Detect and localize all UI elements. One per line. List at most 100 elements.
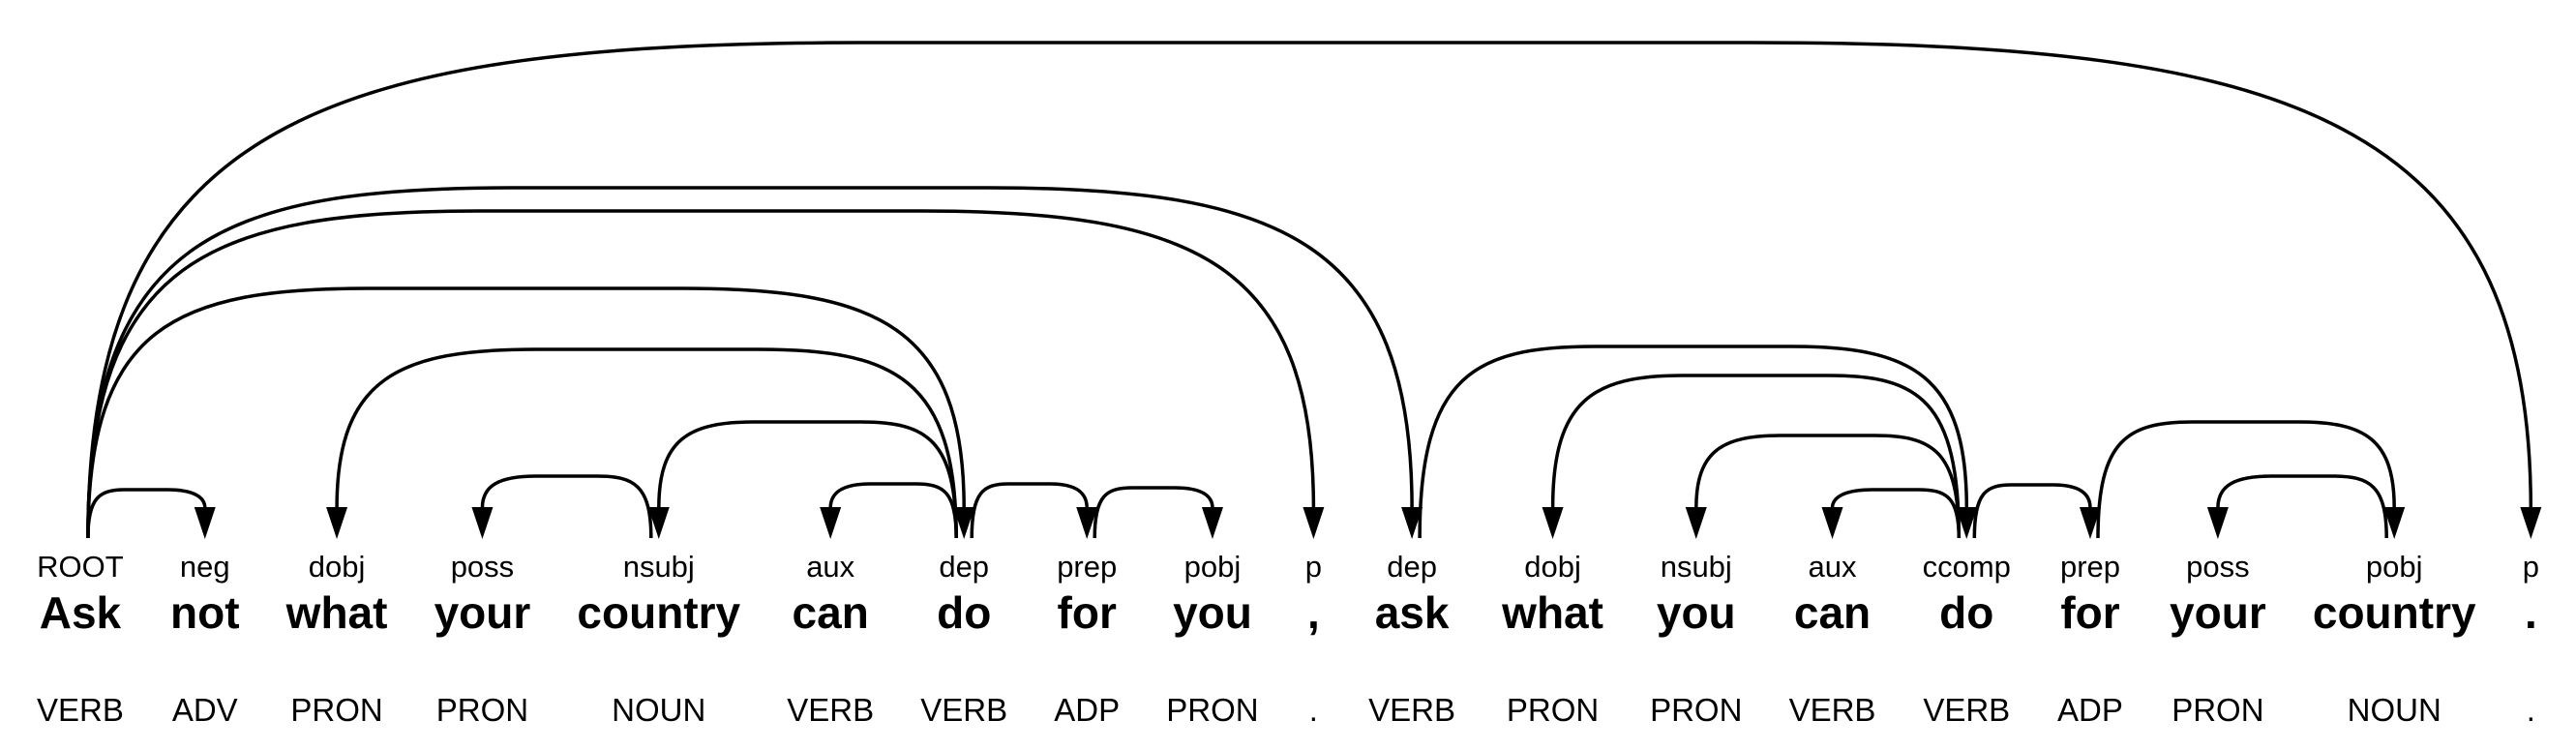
arc-arrowhead	[1201, 507, 1223, 539]
token: prep for ADP	[2057, 548, 2123, 730]
arc-arrowhead	[1542, 507, 1564, 539]
token-word: do	[1939, 587, 1994, 638]
dep-label: dep	[1387, 550, 1437, 584]
arc-arrowhead	[2206, 507, 2229, 539]
dependency-arc-dep	[86, 186, 1414, 539]
dep-label: ROOT	[37, 550, 124, 584]
arc-arrowhead	[2383, 507, 2406, 539]
token: pobj you PRON	[1166, 548, 1258, 730]
token: dep do VERB	[920, 548, 1007, 730]
token: nsubj you PRON	[1650, 548, 1742, 730]
pos-tag: PRON	[2172, 692, 2264, 728]
dep-label: ccomp	[1922, 550, 2011, 584]
dependency-arc-dep	[86, 286, 966, 539]
pos-tag: ADP	[1054, 692, 1121, 728]
token-word: ,	[1307, 587, 1320, 638]
token-word: Ask	[39, 587, 122, 638]
pos-tag: VERB	[920, 692, 1008, 728]
arc-arrowhead	[953, 507, 975, 539]
arc-arrowhead	[1401, 507, 1423, 539]
arc-arrowhead	[2079, 507, 2101, 539]
dep-label: aux	[1808, 550, 1857, 584]
pos-tag: PRON	[1166, 692, 1259, 728]
arc-arrowhead	[194, 507, 216, 539]
token-word: your	[2170, 587, 2266, 638]
dep-label: poss	[450, 550, 515, 584]
arc-arrowhead	[1685, 507, 1707, 539]
dependency-arc-prep	[970, 482, 1089, 539]
arc-arrowhead	[2520, 507, 2542, 539]
token: poss your PRON	[2170, 548, 2266, 730]
dependency-arc-pobj	[2096, 420, 2396, 539]
token: ccomp do VERB	[1923, 548, 2011, 730]
arc-arrowhead	[647, 507, 670, 539]
token: nsubj country NOUN	[577, 548, 740, 730]
arc-arrowhead	[1076, 507, 1098, 539]
token: ROOT Ask VERB	[37, 548, 124, 730]
pos-tag: VERB	[787, 692, 875, 728]
token: aux can VERB	[1789, 548, 1876, 730]
dep-label: dobj	[308, 550, 366, 584]
dependency-arc-poss	[2216, 474, 2388, 539]
pos-tag: PRON	[1650, 692, 1743, 728]
pos-tag: PRON	[1506, 692, 1600, 728]
dependency-arc-pobj	[1093, 486, 1214, 539]
token-word: do	[937, 587, 992, 638]
dependency-arc-p	[86, 209, 1316, 539]
pos-tag: ADV	[171, 692, 238, 728]
token-word: for	[2060, 587, 2120, 638]
dep-label: dep	[939, 550, 990, 584]
token-word: what	[1502, 587, 1603, 638]
token-word: not	[170, 587, 240, 638]
dep-label: pobj	[1183, 550, 1242, 584]
arc-arrowhead	[326, 507, 348, 539]
pos-tag: ADP	[2057, 692, 2123, 728]
token-word: what	[285, 587, 388, 638]
dependency-arc-dobj	[1550, 374, 1962, 539]
token-word: country	[577, 587, 741, 638]
dep-label: dobj	[1524, 550, 1581, 584]
arc-arrowhead	[1821, 507, 1843, 539]
dep-label: nsubj	[1660, 550, 1732, 584]
pos-tag: PRON	[290, 692, 383, 728]
token: prep for ADP	[1054, 548, 1120, 730]
arc-arrowhead	[1956, 507, 1978, 539]
dep-label: aux	[806, 550, 855, 584]
token: p . .	[2523, 548, 2539, 730]
pos-tag: VERB	[1368, 692, 1456, 728]
token-word: .	[2524, 587, 2537, 638]
dependency-arc-dobj	[335, 347, 958, 539]
token-word: ask	[1374, 587, 1450, 638]
token-word: country	[2312, 587, 2476, 638]
dep-label: nsubj	[622, 550, 695, 584]
token: neg not ADV	[170, 548, 240, 730]
token: poss your PRON	[434, 548, 531, 730]
token-word: you	[1173, 587, 1252, 638]
pos-tag: PRON	[435, 692, 529, 728]
token: aux can VERB	[787, 548, 874, 730]
dep-label: poss	[2186, 550, 2250, 584]
dependency-arc-p	[86, 41, 2533, 539]
token: dobj what PRON	[286, 548, 388, 730]
token: dobj what PRON	[1502, 548, 1603, 730]
token-word: your	[434, 587, 531, 638]
dep-label: pobj	[2365, 550, 2423, 584]
token: pobj country NOUN	[2313, 548, 2476, 730]
pos-tag: VERB	[1923, 692, 2011, 728]
arc-arrowhead	[820, 507, 842, 539]
token-word: can	[792, 587, 869, 638]
dependency-arc-nsubj	[1694, 434, 1962, 539]
dep-label: p	[1304, 550, 1323, 584]
dep-label: neg	[179, 550, 230, 584]
arc-arrowhead	[471, 507, 494, 539]
dependency-arc-aux	[828, 482, 958, 539]
pos-tag: NOUN	[612, 692, 706, 728]
pos-tag: VERB	[1788, 692, 1876, 728]
token-word: you	[1656, 587, 1736, 638]
token-word: for	[1057, 587, 1117, 638]
dependency-arc-neg	[86, 488, 207, 539]
token: dep ask VERB	[1368, 548, 1455, 730]
dep-label: prep	[1057, 550, 1118, 584]
